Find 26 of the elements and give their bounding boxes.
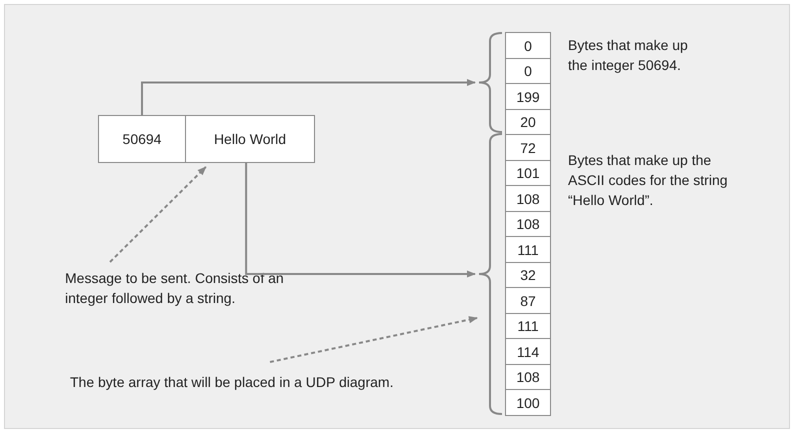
byte-cell: 87 — [505, 287, 551, 314]
value-cell: 50694 — [98, 115, 186, 163]
byte-cell: 101 — [505, 160, 551, 187]
annotation-text: The byte array that will be placed in a UDP diagram. — [70, 372, 470, 392]
byte-cell: 111 — [505, 236, 551, 264]
value-cell: Hello World — [185, 115, 315, 163]
curly-brace — [478, 133, 502, 415]
arrow — [141, 78, 476, 115]
curly-brace — [478, 32, 502, 133]
dashed-arrow — [270, 316, 478, 363]
byte-cell: 108 — [505, 364, 551, 391]
byte-cell: 108 — [505, 185, 551, 212]
byte-cell: 100 — [505, 389, 551, 416]
byte-cell: 72 — [505, 134, 551, 162]
arrow — [245, 163, 476, 278]
byte-cell: 32 — [505, 262, 551, 289]
description-text: Bytes that make up the ASCII codes for the string “Hello World”. — [568, 151, 728, 210]
byte-cell: 108 — [505, 210, 551, 238]
byte-cell: 20 — [505, 108, 551, 136]
byte-cell: 114 — [505, 338, 551, 366]
byte-cell: 0 — [505, 32, 551, 60]
byte-cell: 111 — [505, 312, 551, 340]
byte-cell: 199 — [505, 83, 551, 110]
byte-cell: 0 — [505, 58, 551, 85]
dashed-arrow — [109, 166, 206, 263]
description-text: Bytes that make up the integer 50694. — [568, 36, 689, 75]
